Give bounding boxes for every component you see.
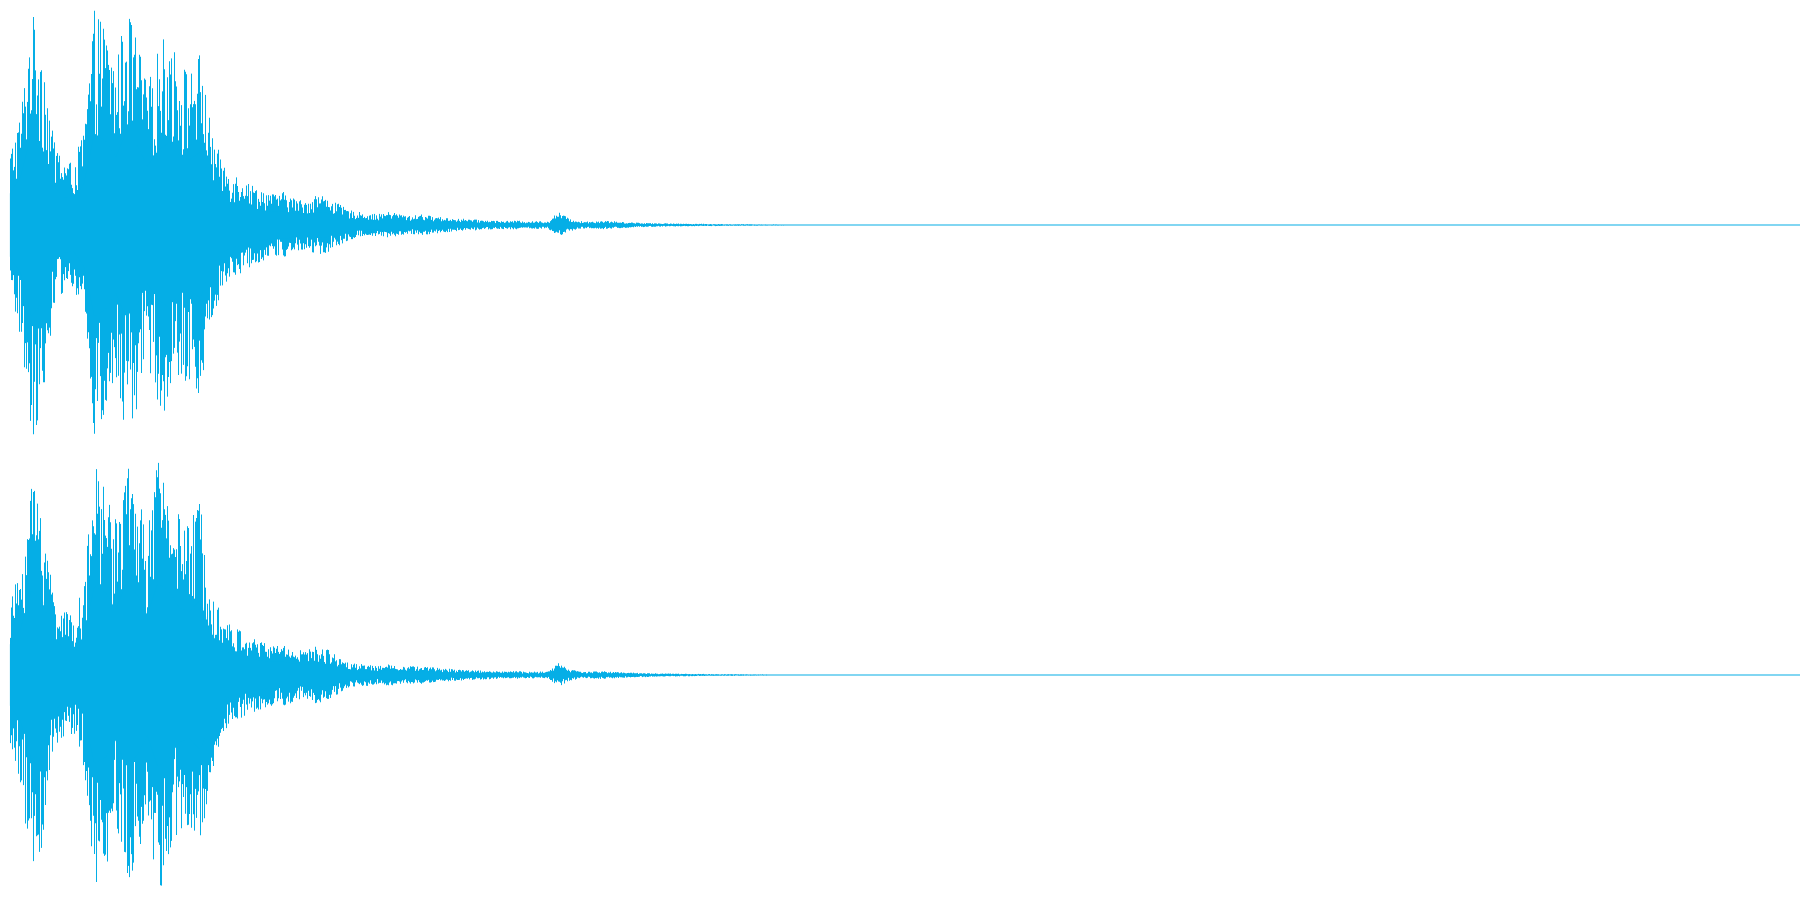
channel-1-waveform-plot	[9, 10, 1800, 435]
channel-2-waveform[interactable]	[0, 450, 1800, 900]
channel-2-waveform-body	[9, 584, 844, 766]
channel-2-waveform-plot	[9, 462, 1800, 886]
channel-1-waveform-body	[9, 132, 844, 318]
channel-1-waveform[interactable]	[0, 0, 1800, 450]
